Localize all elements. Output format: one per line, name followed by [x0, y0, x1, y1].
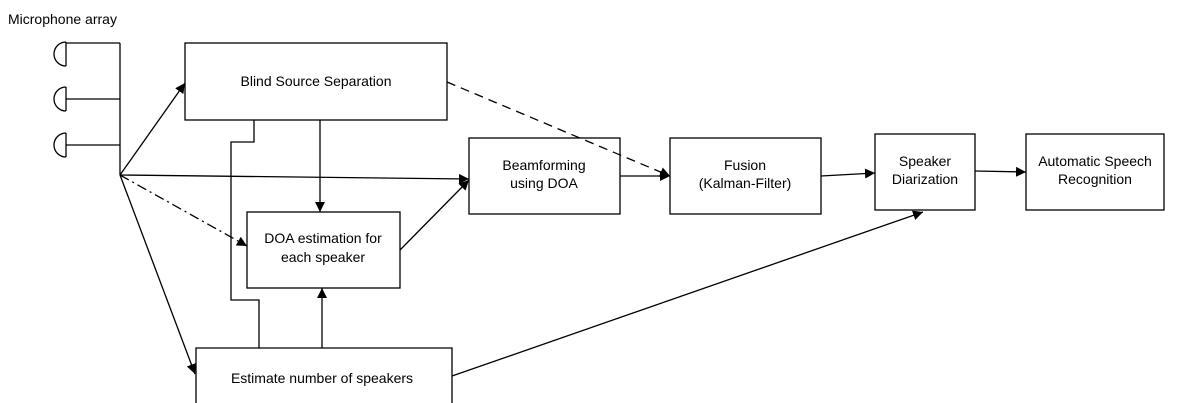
doa-to-beamforming-arrow: [399, 179, 470, 251]
asr-label-line2: Recognition: [1058, 171, 1132, 187]
fusion-label-line1: Fusion: [724, 157, 766, 173]
estimate-label: Estimate number of speakers: [231, 370, 413, 386]
doa-label-line1: DOA estimation for: [264, 230, 382, 246]
diarization-label-line2: Diarization: [892, 171, 958, 187]
bss-to-fusion-dashed-arrow: [446, 81, 671, 177]
mic-to-estimate-arrow: [119, 174, 197, 375]
doa-label-line2: each speaker: [281, 249, 365, 265]
mic-to-bss-arrow: [119, 82, 186, 176]
fusion-to-diarization-arrow: [820, 168, 876, 179]
beamforming-block: Beamforming using DOA: [468, 137, 621, 215]
bss-label: Blind Source Separation: [241, 73, 392, 89]
beamforming-label-line1: Beamforming: [502, 157, 585, 173]
beamforming-label-line2: using DOA: [510, 175, 578, 191]
microphone-icon: [53, 86, 120, 112]
speech-recognition-block: Automatic Speech Recognition: [1025, 133, 1165, 211]
fusion-label-line2: (Kalman-Filter): [699, 175, 792, 191]
diarization-to-asr-arrow: [974, 166, 1027, 177]
microphone-array-label: Microphone array: [8, 11, 117, 27]
speaker-diarization-block: Speaker Diarization: [874, 133, 976, 211]
mic-to-beamforming-arrow: [119, 173, 470, 184]
microphone-icon: [53, 41, 120, 67]
fusion-block: Fusion (Kalman-Filter): [669, 137, 822, 215]
diarization-label-line1: Speaker: [899, 153, 951, 169]
mic-to-doa-arrow: [119, 174, 248, 247]
estimate-speakers-block: Estimate number of speakers: [195, 347, 453, 403]
estimate-to-diarization-arrow: [451, 210, 924, 377]
doa-estimation-block: DOA estimation for each speaker: [246, 211, 401, 289]
microphone-icon: [53, 132, 120, 158]
bss-to-estimate-connector: [230, 120, 260, 348]
blind-source-separation-block: Blind Source Separation: [184, 42, 448, 121]
asr-label-line1: Automatic Speech: [1038, 153, 1152, 169]
